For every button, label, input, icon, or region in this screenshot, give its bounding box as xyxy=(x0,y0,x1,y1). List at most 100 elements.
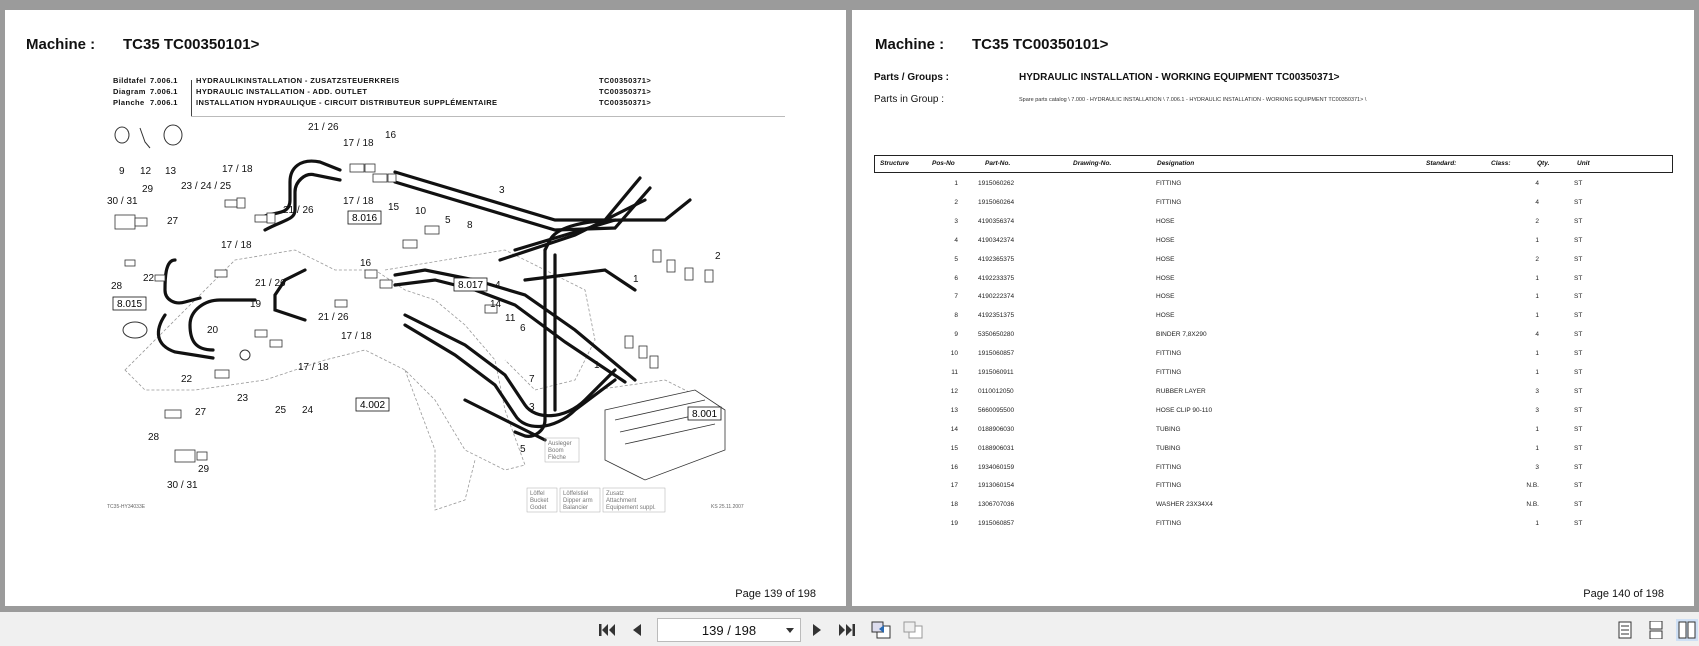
pos-cell: 2 xyxy=(954,198,958,206)
right-page: Machine : TC35 TC00350101> Parts / Group… xyxy=(852,10,1694,606)
svg-text:8.016: 8.016 xyxy=(352,213,377,224)
qty-cell: 2 xyxy=(1535,217,1539,225)
qty-cell: 3 xyxy=(1535,387,1539,395)
next-page-button[interactable] xyxy=(806,619,828,641)
next-page-icon xyxy=(813,624,821,636)
two-page-view-button[interactable] xyxy=(1676,619,1698,641)
unit-cell: ST xyxy=(1574,217,1583,225)
part-no-cell: 4190222374 xyxy=(978,293,1015,301)
svg-text:10: 10 xyxy=(415,206,427,217)
designation-cell: HOSE xyxy=(1156,274,1175,282)
last-page-button[interactable] xyxy=(836,619,858,641)
svg-text:28: 28 xyxy=(111,281,123,292)
control-valve-block xyxy=(604,389,726,481)
svg-text:Flèche: Flèche xyxy=(548,455,567,461)
designation-cell: TUBING xyxy=(1156,444,1181,452)
svg-text:19: 19 xyxy=(250,299,262,310)
parts-in-group-label: Parts in Group : xyxy=(874,94,945,105)
unit-cell: ST xyxy=(1574,274,1583,282)
svg-text:4.002: 4.002 xyxy=(360,400,385,411)
svg-text:30 / 31: 30 / 31 xyxy=(107,196,138,207)
header-title: HYDRAULIKINSTALLATION - ZUSATZSTEUERKREI… xyxy=(196,76,400,85)
col-designation: Designation xyxy=(1157,160,1195,167)
first-page-button[interactable] xyxy=(596,619,618,641)
pos-cell: 6 xyxy=(954,274,958,282)
single-page-view-button[interactable] xyxy=(1614,619,1636,641)
single-page-view-icon xyxy=(1618,621,1632,639)
qty-cell: 4 xyxy=(1535,331,1539,339)
svg-text:8.017: 8.017 xyxy=(458,280,483,291)
two-page-view-icon xyxy=(1678,621,1696,639)
go-back-view-button[interactable] xyxy=(870,619,892,641)
qty-cell: 1 xyxy=(1535,520,1539,528)
page-number-input[interactable]: 139 / 198 xyxy=(657,618,801,642)
svg-text:21 / 26: 21 / 26 xyxy=(318,312,349,323)
part-no-cell: 1915060857 xyxy=(978,520,1015,528)
pos-cell: 1 xyxy=(954,180,958,187)
unit-cell: ST xyxy=(1574,463,1583,471)
svg-text:Dipper arm: Dipper arm xyxy=(563,498,593,504)
part-no-cell: 1915060264 xyxy=(978,198,1015,206)
boxed-callouts: 8.016 8.017 8.015 4.002 8.001 xyxy=(112,210,722,421)
svg-text:Bucket: Bucket xyxy=(530,498,549,504)
header-divider xyxy=(191,80,192,116)
unit-cell: ST xyxy=(1574,331,1583,339)
svg-text:23: 23 xyxy=(237,393,249,404)
svg-text:5: 5 xyxy=(520,444,526,455)
svg-text:11: 11 xyxy=(505,313,516,324)
svg-text:Löffel: Löffel xyxy=(530,491,545,497)
svg-text:Equipement suppl.: Equipement suppl. xyxy=(606,505,656,511)
designation-cell: RUBBER LAYER xyxy=(1156,387,1206,395)
svg-text:21 / 26: 21 / 26 xyxy=(308,122,339,133)
designation-cell: HOSE CLIP 90-110 xyxy=(1156,406,1213,414)
svg-text:17 / 18: 17 / 18 xyxy=(222,164,253,175)
svg-text:22: 22 xyxy=(181,374,193,385)
svg-text:21 / 26: 21 / 26 xyxy=(283,205,314,216)
qty-cell: 1 xyxy=(1535,236,1539,244)
page-number: Page 139 of 198 xyxy=(735,588,816,600)
unit-cell: ST xyxy=(1574,293,1583,301)
part-no-cell: 4192365375 xyxy=(978,255,1015,263)
qty-cell: 3 xyxy=(1535,463,1539,471)
continuous-view-button[interactable] xyxy=(1645,619,1667,641)
col-structure: Structure xyxy=(880,160,909,167)
col-part: Part-No. xyxy=(985,160,1011,167)
previous-page-button[interactable] xyxy=(626,619,648,641)
unit-cell: ST xyxy=(1574,501,1583,509)
unit-cell: ST xyxy=(1574,444,1583,452)
chevron-down-icon[interactable] xyxy=(786,628,794,633)
machine-label: Machine : xyxy=(26,36,96,53)
qty-cell: 2 xyxy=(1535,255,1539,263)
svg-text:17 / 18: 17 / 18 xyxy=(221,240,252,251)
page-number: Page 140 of 198 xyxy=(1583,588,1664,600)
qty-cell: N.B. xyxy=(1526,501,1539,509)
header-key: Bildtafel xyxy=(113,76,147,85)
svg-text:16: 16 xyxy=(385,130,397,141)
parts-in-group-path: Spare parts catalog \ 7.000 - HYDRAULIC … xyxy=(1019,97,1367,103)
part-no-cell: 1306707036 xyxy=(978,501,1015,509)
designation-cell: FITTING xyxy=(1156,369,1182,376)
viewer-toolbar: 139 / 198 xyxy=(0,612,1699,646)
unit-cell: ST xyxy=(1574,312,1583,320)
svg-text:5: 5 xyxy=(445,215,451,226)
svg-text:23 / 24 / 25: 23 / 24 / 25 xyxy=(181,181,231,192)
header-rule xyxy=(191,116,785,117)
unit-cell: ST xyxy=(1574,255,1583,263)
qty-cell: 1 xyxy=(1535,293,1539,301)
go-forward-view-button[interactable] xyxy=(902,619,924,641)
designation-cell: HOSE xyxy=(1156,293,1175,301)
svg-text:Zusatz: Zusatz xyxy=(606,491,624,497)
unit-cell: ST xyxy=(1574,482,1583,490)
part-no-cell: 0188906031 xyxy=(978,444,1015,452)
